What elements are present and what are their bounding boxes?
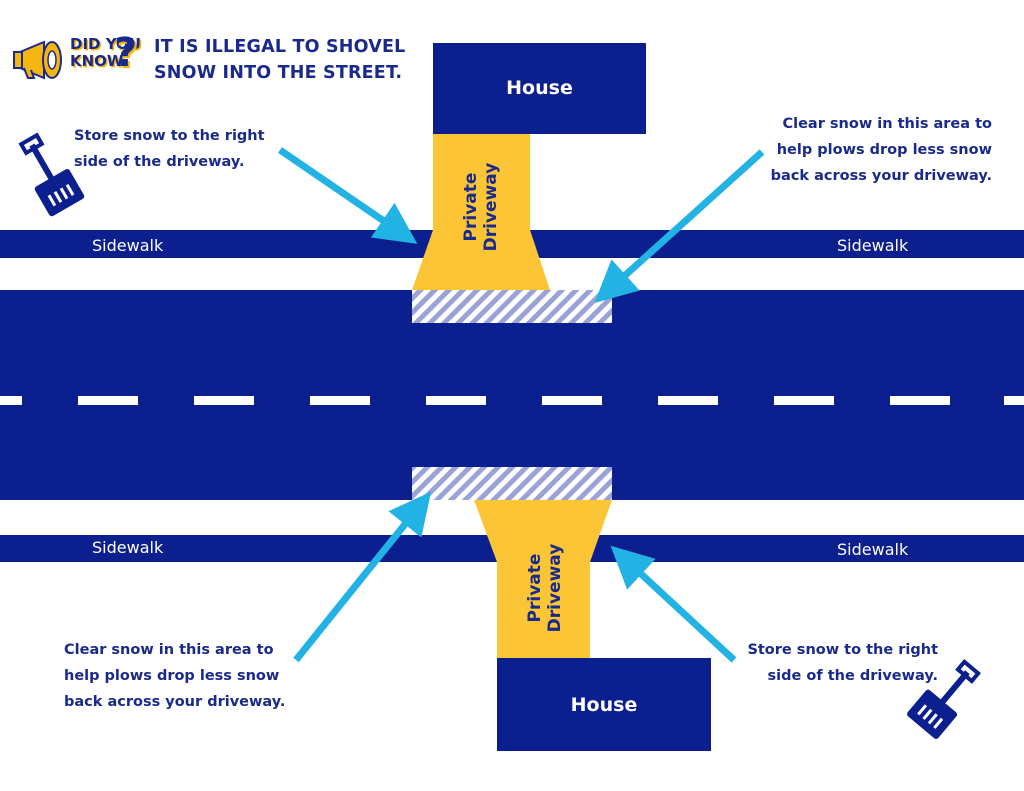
- did-you-know-badge: DID YOU KNOW: [70, 36, 141, 70]
- road: [0, 290, 1024, 500]
- shovel-icon: [18, 132, 85, 217]
- top-clear-note: Clear snow in this area to help plows dr…: [770, 116, 992, 184]
- lane-dashes: [0, 396, 1024, 405]
- bottom-clear-zone: [412, 467, 612, 500]
- top-sidewalk-label-right: Sidewalk: [837, 236, 909, 255]
- top-house-label: House: [506, 77, 573, 99]
- bottom-driveway: [474, 500, 612, 658]
- shovel-icon-bottom: [907, 658, 981, 739]
- did-you-know-line2: KNOW: [70, 52, 124, 70]
- bottom-house: [497, 658, 711, 751]
- bottom-store-note: Store snow to the right side of the driv…: [747, 642, 938, 684]
- top-driveway-label: Private Driveway: [461, 162, 501, 252]
- bottom-clear-note: Clear snow in this area to help plows dr…: [64, 642, 286, 710]
- headline-line2: SNOW INTO THE STREET.: [154, 63, 403, 83]
- did-you-know-line1: DID YOU: [70, 35, 141, 53]
- bottom-sidewalk-label-left: Sidewalk: [92, 538, 164, 557]
- top-store-note: Store snow to the right side of the driv…: [74, 128, 265, 170]
- arrow-top-clear: [594, 149, 765, 304]
- bottom-driveway-label: Private Driveway: [525, 543, 565, 633]
- headline: IT IS ILLEGAL TO SHOVEL SNOW INTO THE ST…: [154, 34, 405, 86]
- question-mark: ?: [114, 30, 138, 76]
- arrow-top-store: [278, 147, 418, 244]
- megaphone-icon: [13, 40, 62, 80]
- headline-line1: IT IS ILLEGAL TO SHOVEL: [154, 37, 406, 57]
- arrow-bottom-store: [610, 545, 737, 663]
- bottom-sidewalk-label-right: Sidewalk: [837, 540, 909, 559]
- arrow-bottom-clear: [293, 491, 432, 663]
- top-driveway: [412, 134, 550, 290]
- top-clear-zone: [412, 290, 612, 323]
- top-house: [433, 43, 646, 134]
- bottom-house-label: House: [570, 694, 638, 716]
- top-sidewalk-label-left: Sidewalk: [92, 236, 164, 255]
